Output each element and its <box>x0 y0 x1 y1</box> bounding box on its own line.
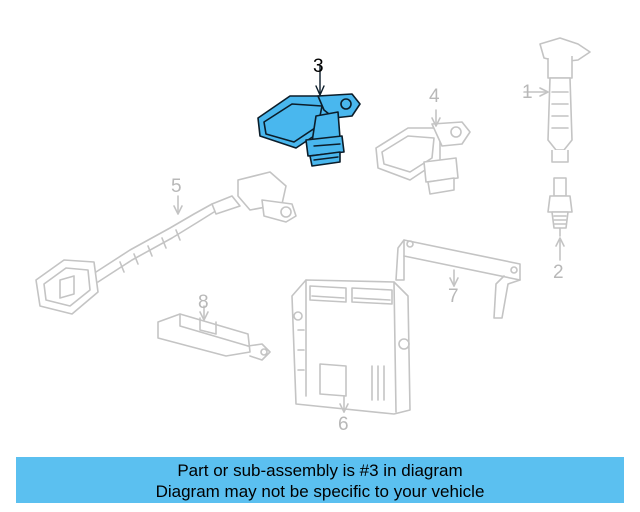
part-5-wiring-harness[interactable] <box>35 171 297 315</box>
part-2-spark-plug[interactable] <box>547 177 573 261</box>
callout-3[interactable]: 3 <box>313 56 324 77</box>
part-1-ignition-coil[interactable] <box>523 37 591 163</box>
parts-diagram <box>35 37 591 415</box>
part-8-small-bracket[interactable] <box>157 305 271 361</box>
callout-4[interactable]: 4 <box>429 86 440 107</box>
part-4-sensor[interactable] <box>375 109 471 195</box>
info-banner: Part or sub-assembly is #3 in diagram Di… <box>16 457 624 503</box>
callout-6[interactable]: 6 <box>338 414 349 435</box>
part-7-bracket[interactable] <box>395 239 521 319</box>
banner-line-1: Part or sub-assembly is #3 in diagram <box>177 461 463 480</box>
callout-2[interactable]: 2 <box>553 262 564 283</box>
callout-8[interactable]: 8 <box>198 292 209 313</box>
part-6-control-module[interactable] <box>291 279 411 415</box>
callout-7[interactable]: 7 <box>448 286 459 307</box>
callout-5[interactable]: 5 <box>171 176 182 197</box>
callout-1[interactable]: 1 <box>522 82 533 103</box>
banner-line-2: Diagram may not be specific to your vehi… <box>155 482 485 501</box>
part-3-sensor-highlighted[interactable] <box>257 65 361 167</box>
